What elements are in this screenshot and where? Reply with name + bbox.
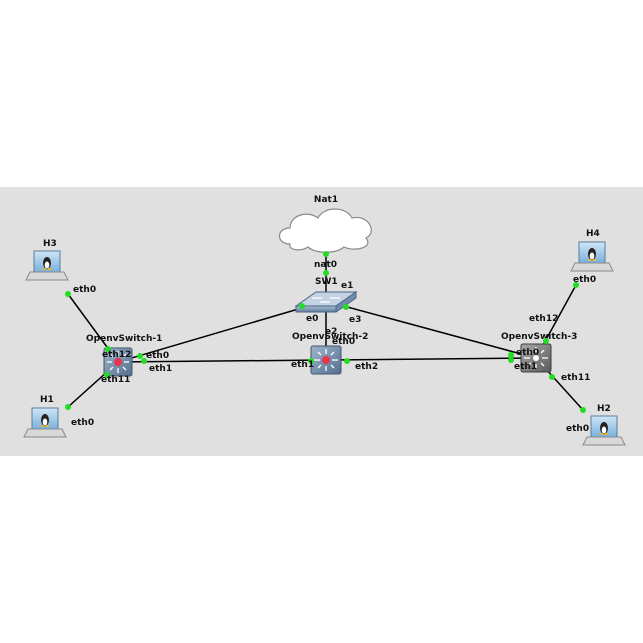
h4-node[interactable]: H4 bbox=[570, 229, 614, 272]
port-label: eth12 bbox=[102, 350, 131, 360]
node-label: SW1 bbox=[315, 277, 338, 287]
port-dot bbox=[299, 303, 305, 309]
port-labels: nat0 e1 e0 e3 e2 eth0 eth0 eth12 eth11 e… bbox=[71, 260, 596, 434]
openvswitch-icon bbox=[520, 343, 552, 373]
cloud-icon bbox=[278, 208, 372, 253]
h3-node[interactable]: H3 bbox=[25, 239, 69, 281]
port-label: eth12 bbox=[529, 314, 558, 324]
h2-node[interactable]: H2 bbox=[582, 404, 626, 446]
port-label: eth11 bbox=[561, 373, 590, 383]
port-status-dots bbox=[65, 251, 586, 413]
port-label: eth1 bbox=[291, 360, 314, 370]
node-label: H2 bbox=[597, 404, 611, 414]
openvswitch-icon bbox=[103, 347, 133, 377]
port-dot bbox=[508, 357, 514, 363]
node-label: OpenvSwitch-3 bbox=[501, 332, 577, 342]
port-dot bbox=[508, 352, 514, 358]
port-dot bbox=[549, 374, 555, 380]
linux-host-icon bbox=[570, 241, 614, 272]
port-dot bbox=[137, 353, 143, 359]
linux-host-icon bbox=[23, 407, 67, 438]
link-sw1-ovs3[interactable] bbox=[339, 304, 537, 359]
port-label: eth0 bbox=[332, 337, 355, 347]
port-dot bbox=[141, 358, 147, 364]
node-label: Nat1 bbox=[314, 195, 338, 205]
nat1-node[interactable]: Nat1 bbox=[278, 195, 372, 253]
port-dot bbox=[65, 291, 71, 297]
port-label: e1 bbox=[341, 281, 353, 291]
node-label: H1 bbox=[40, 395, 54, 405]
port-label: eth2 bbox=[355, 362, 378, 372]
linux-host-icon bbox=[25, 250, 69, 281]
node-label: OpenvSwitch-1 bbox=[86, 334, 162, 344]
port-label: eth0 bbox=[573, 275, 596, 285]
linux-host-icon bbox=[582, 415, 626, 446]
node-label: H4 bbox=[586, 229, 600, 239]
port-label: eth0 bbox=[146, 351, 169, 361]
ethernet-switch-icon bbox=[294, 291, 358, 313]
port-label: eth1 bbox=[514, 362, 537, 372]
openvswitch-icon bbox=[310, 345, 342, 375]
ovs3-node[interactable]: OpenvSwitch-3 bbox=[501, 332, 577, 373]
port-dot bbox=[323, 270, 329, 276]
port-label: eth0 bbox=[566, 424, 589, 434]
port-label: e3 bbox=[349, 315, 361, 325]
port-dot bbox=[105, 346, 111, 352]
ovs2-node[interactable]: OpenvSwitch-2 bbox=[292, 332, 368, 375]
link-ovs2-ovs3[interactable] bbox=[325, 357, 537, 361]
node-label: OpenvSwitch-2 bbox=[292, 332, 368, 342]
node-label: H3 bbox=[43, 239, 57, 249]
port-label: eth0 bbox=[516, 348, 539, 358]
port-dot bbox=[344, 358, 350, 364]
port-label: e0 bbox=[306, 314, 318, 324]
port-dot bbox=[573, 282, 579, 288]
port-label: eth11 bbox=[101, 375, 130, 385]
port-dot bbox=[543, 338, 549, 344]
port-label: nat0 bbox=[314, 260, 337, 270]
port-dot bbox=[104, 372, 110, 378]
port-label: e2 bbox=[325, 327, 337, 337]
port-dot bbox=[580, 407, 586, 413]
port-label: eth0 bbox=[73, 285, 96, 295]
sw1-node[interactable]: SW1 bbox=[294, 277, 358, 313]
port-dot bbox=[343, 304, 349, 310]
port-dot bbox=[323, 251, 329, 257]
link-ovs1-ovs2[interactable] bbox=[117, 359, 327, 363]
port-dot bbox=[308, 358, 314, 364]
ovs1-node[interactable]: OpenvSwitch-1 bbox=[86, 334, 162, 377]
link-ovs1-sw1[interactable] bbox=[117, 304, 313, 363]
port-label: eth1 bbox=[149, 364, 172, 374]
port-label: eth0 bbox=[71, 418, 94, 428]
h1-node[interactable]: H1 bbox=[23, 395, 67, 438]
port-dot bbox=[65, 404, 71, 410]
